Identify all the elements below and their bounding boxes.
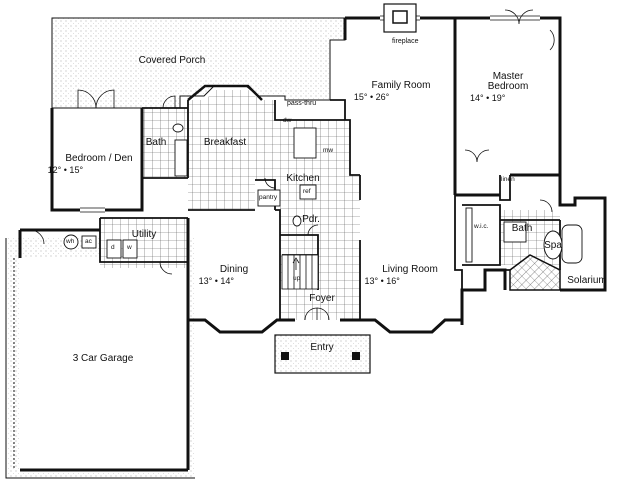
washer (122, 239, 138, 259)
master-bedroom-label: Master Bedroom 14° • 19° (470, 71, 529, 103)
bedroom-den-dims: 12° • 15° (47, 165, 84, 175)
wh-label: wh (66, 238, 75, 245)
family-room-dims: 15° • 26° (353, 92, 390, 102)
living-room-walls (360, 318, 462, 334)
dining-label: Dining 13° • 14° (199, 264, 251, 286)
bedroom-den-label: Bedroom / Den 12° • 15° (48, 153, 133, 175)
master-shower (503, 221, 527, 243)
master-bedroom-walls (455, 16, 562, 197)
entry-porch (274, 334, 371, 374)
garage-walls (18, 228, 190, 472)
linen-label: linen (501, 176, 515, 183)
toilet (172, 123, 184, 133)
washer-label: w (127, 244, 132, 251)
kitchen-island (293, 127, 317, 159)
spa-tub (543, 230, 563, 260)
living-room-name: Living Room (382, 264, 438, 275)
kitchen-label: Kitchen (286, 173, 320, 184)
pantry-box (257, 189, 281, 207)
bath-left-label: Bath (145, 137, 167, 148)
dryer-label: d (111, 244, 115, 251)
family-room-name: Family Room (371, 80, 431, 91)
dw-label: dw (283, 117, 292, 124)
ac-unit (81, 235, 97, 249)
foyer-tile (280, 175, 360, 320)
ac-label: ac (85, 238, 92, 245)
pantry-label: pantry (259, 194, 278, 201)
spa-label: Spa (544, 240, 562, 251)
garage-label: 3 Car Garage (72, 353, 134, 364)
solarium-label: Solarium (567, 275, 607, 286)
covered-porch-label: Covered Porch (138, 55, 206, 66)
refrigerator (299, 184, 317, 200)
utility-label: Utility (131, 229, 157, 240)
wic-label: w.i.c. (474, 223, 489, 230)
fireplace-symbol (383, 3, 417, 33)
bedroom-den-name: Bedroom / Den (65, 153, 133, 164)
bath-tub (174, 139, 188, 177)
mw-label: mw (323, 147, 334, 154)
master-bedroom-dims: 14° • 19° (470, 93, 506, 103)
garage-floor (20, 258, 188, 470)
wic-shelf (465, 207, 473, 263)
bedroom-den-walls (50, 108, 144, 212)
master-tub (561, 224, 583, 264)
breakfast-label: Breakfast (203, 137, 247, 148)
solarium-walls (460, 175, 607, 325)
foyer-label: Foyer (309, 293, 335, 304)
family-room-label: Family Room 15° • 26° (354, 80, 431, 102)
entry-label: Entry (310, 342, 334, 353)
pdr-toilet (292, 215, 302, 227)
dryer (106, 239, 122, 259)
stairs-up-label: up (293, 275, 301, 282)
master-bath-label: Bath (511, 223, 533, 234)
water-heater (63, 234, 79, 250)
breakfast-tile (188, 90, 275, 210)
ref-label: ref (303, 188, 311, 195)
pass-thru-label: pass-thru (287, 100, 317, 107)
dining-dims: 13° • 14° (198, 276, 234, 286)
living-room-dims: 13° • 16° (364, 276, 400, 286)
fireplace-label: fireplace (392, 38, 419, 45)
master-bedroom-line2: Bedroom (487, 81, 529, 92)
powder-label: Pdr. (302, 214, 320, 225)
living-room-label: Living Room 13° • 16° (365, 264, 438, 286)
solarium-diag (509, 254, 561, 291)
master-bedroom-line1: Master (492, 71, 524, 82)
dining-name: Dining (219, 264, 249, 275)
